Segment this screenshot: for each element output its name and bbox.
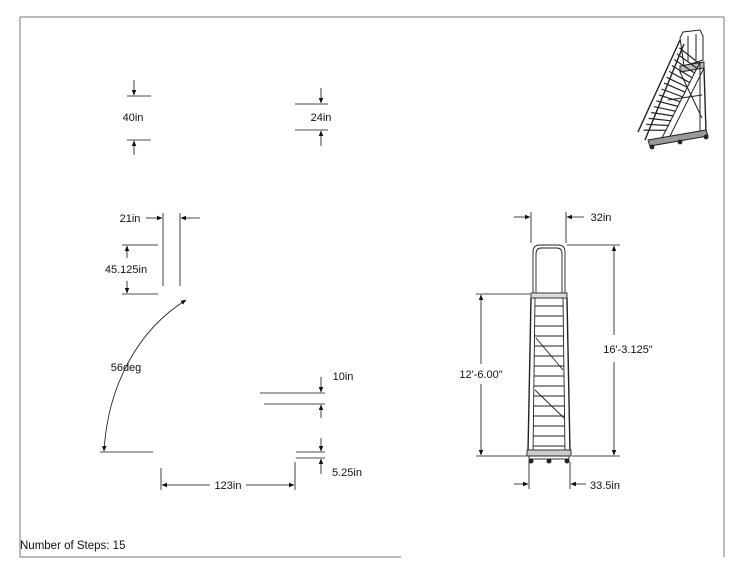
dimension-handrail-width [146, 213, 200, 286]
ladder-isometric-step [679, 47, 700, 65]
dimension-top-platform-height [127, 80, 151, 155]
ladder-isometric-casters [649, 134, 709, 150]
ladder-steps [533, 305, 565, 447]
ladder-isometric-thumbnail [637, 29, 709, 147]
label-handrail-width: 21in [120, 213, 141, 225]
label-step-spacing: 10in [333, 371, 354, 383]
step-count-label: Number of Steps: 15 [20, 540, 126, 552]
dimension-top-width [514, 212, 584, 243]
ladder-isometric-step [663, 82, 686, 93]
ladder-isometric-step [668, 70, 691, 84]
ladder-isometric-step [656, 100, 679, 108]
ladder-isometric-step [648, 117, 672, 122]
dimension-base-width [514, 462, 586, 489]
ladder-casters [528, 458, 570, 464]
dimension-handrail-height [122, 244, 158, 295]
label-climb-angle: 56deg [111, 362, 142, 374]
label-top-platform-depth: 24in [311, 112, 332, 124]
ladder-isometric-step [676, 53, 698, 69]
dimension-bottom-clearance [296, 438, 325, 474]
ladder-isometric-step [646, 123, 669, 127]
label-top-width: 32in [591, 212, 612, 224]
dimension-top-platform-depth [295, 88, 328, 146]
ladder-isometric-step [673, 59, 696, 74]
ladder-front-view [526, 244, 572, 460]
dimension-overall-height [567, 244, 620, 457]
dimension-platform-height [476, 293, 530, 457]
ladder-isometric-steps [643, 47, 700, 131]
ladder-isometric-step [671, 64, 693, 79]
ladder-isometric-step [651, 111, 674, 117]
label-bottom-clearance: 5.25in [332, 467, 362, 479]
ladder-isometric-step [661, 88, 684, 98]
ladder-isometric-step [666, 76, 689, 89]
label-base-length: 123in [215, 480, 242, 492]
label-platform-height: 12'-6.00" [459, 369, 502, 381]
dimension-step-spacing [260, 377, 325, 418]
dimension-climb-angle [100, 299, 187, 453]
label-handrail-height: 45.125in [105, 264, 147, 276]
ladder-isometric-step [658, 94, 681, 103]
label-overall-height: 16'-3.125" [603, 344, 653, 356]
dimension-base-length [160, 462, 296, 490]
label-base-width: 33.5in [590, 480, 620, 492]
sheet-border [19, 16, 725, 558]
label-top-platform-height: 40in [123, 112, 144, 124]
ladder-isometric-step [653, 106, 677, 112]
